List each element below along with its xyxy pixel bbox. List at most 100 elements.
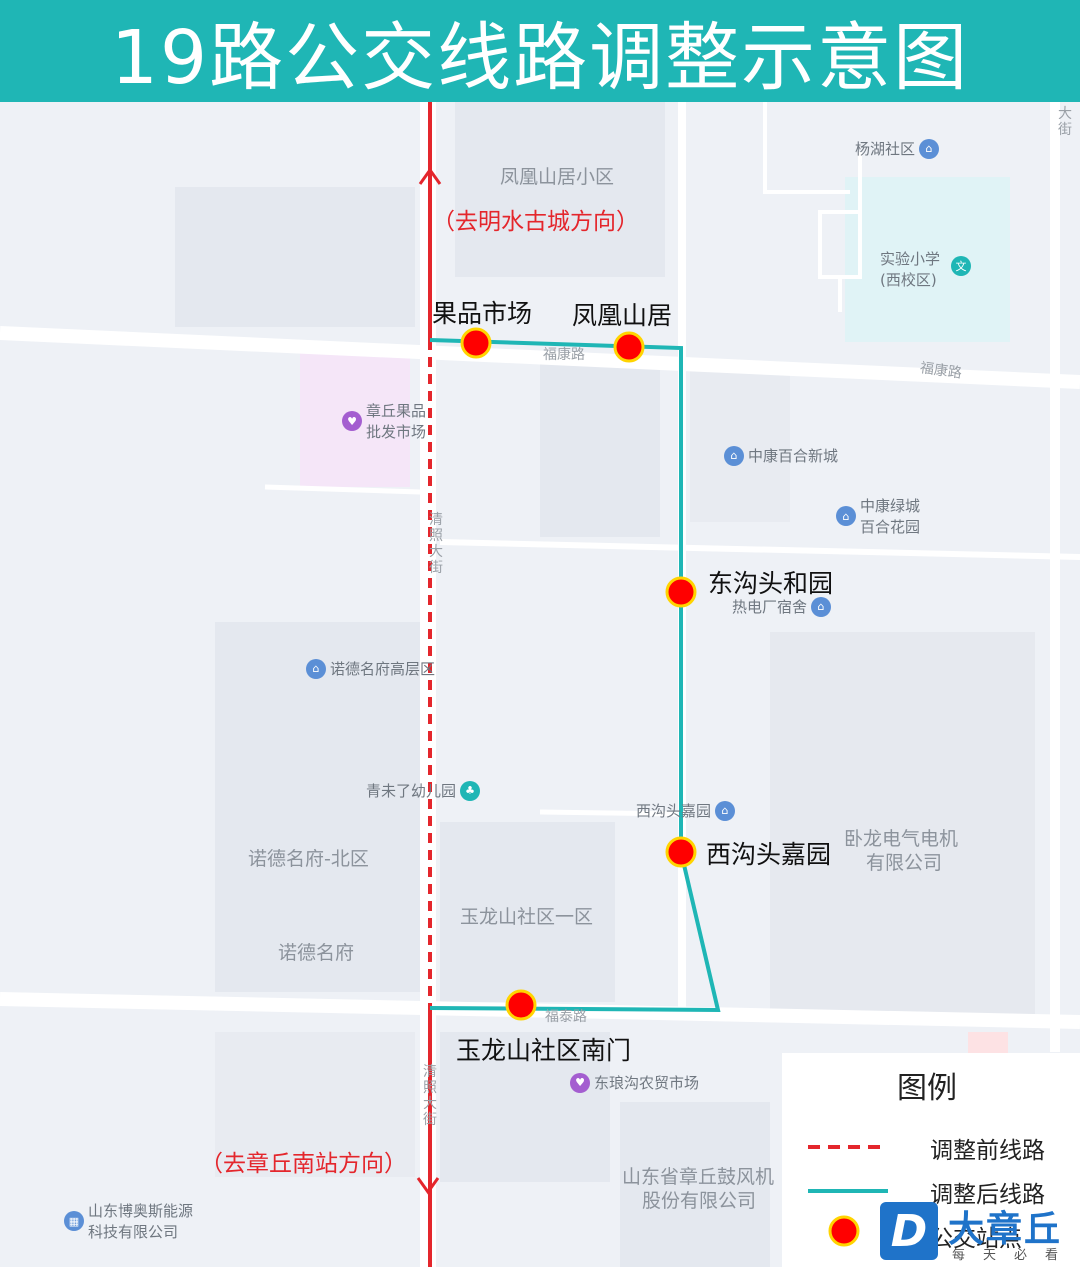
poi-donglang[interactable]: ♥ 东琅沟农贸市场 bbox=[570, 1072, 699, 1093]
direction-north-label: （去明水古城方向） bbox=[432, 209, 639, 235]
poi-lvcheng[interactable]: ⌂ 中康绿城 百合花园 bbox=[836, 495, 920, 537]
poi-label: 热电厂宿舍 bbox=[732, 598, 808, 616]
school-block bbox=[845, 177, 1010, 342]
poi-label: (西校区) bbox=[880, 271, 937, 289]
legend-row-stop: 公交站点 bbox=[782, 1213, 1080, 1253]
legend-row-after: 调整后线路 bbox=[782, 1169, 1080, 1209]
lanes-north bbox=[763, 102, 862, 312]
watermark-slogan: 每天必看 bbox=[952, 1248, 1077, 1263]
poi-label: 诺德名府高层区 bbox=[330, 660, 436, 678]
poi-label-group: 山东博奥斯能源 科技有限公司 bbox=[88, 1200, 193, 1242]
title-banner: 19路公交线路调整示意图 bbox=[0, 0, 1080, 102]
lane bbox=[264, 484, 421, 495]
stop-marker-xigoutou[interactable] bbox=[665, 836, 697, 868]
residential-icon: ⌂ bbox=[715, 800, 736, 821]
lane bbox=[539, 809, 681, 817]
poi-boao[interactable]: ▦ 山东博奥斯能源 科技有限公司 bbox=[64, 1200, 193, 1242]
street-fukang-1: 福康路 bbox=[543, 347, 585, 363]
company-icon: ▦ bbox=[64, 1211, 84, 1231]
residential-icon: ⌂ bbox=[919, 138, 940, 159]
building bbox=[968, 1032, 1008, 1057]
solid-line-icon bbox=[808, 1189, 888, 1193]
poi-yanghu[interactable]: 杨湖社区 ⌂ bbox=[855, 138, 940, 159]
stop-label-fenghuang: 凤凰山居 bbox=[572, 301, 673, 330]
street-dajie: 大街 bbox=[1058, 106, 1072, 138]
block bbox=[175, 187, 415, 327]
stop-label-guopin: 果品市场 bbox=[432, 299, 533, 328]
legend-title: 图例 bbox=[897, 1071, 957, 1106]
place-nuode-north: 诺德名府-北区 bbox=[248, 848, 369, 870]
block bbox=[215, 1032, 415, 1177]
school-icon: 文 bbox=[951, 256, 971, 276]
poi-label: 山东博奥斯能源 bbox=[88, 1202, 194, 1220]
watermark: D 大章丘 每天必看 bbox=[880, 1200, 1080, 1267]
poi-label: 章丘果品 bbox=[366, 402, 427, 420]
stop-marker-fenghuang[interactable] bbox=[613, 331, 645, 363]
page-title: 19路公交线路调整示意图 bbox=[110, 14, 970, 101]
block bbox=[215, 622, 420, 992]
block bbox=[690, 362, 790, 522]
poi-label: 青未了幼儿园 bbox=[366, 782, 457, 800]
poi-redian[interactable]: 热电厂宿舍 ⌂ bbox=[732, 596, 832, 617]
residential-icon: ⌂ bbox=[811, 596, 832, 617]
poi-label: 中康绿城 bbox=[860, 497, 921, 515]
poi-label-group: 中康绿城 百合花园 bbox=[860, 495, 920, 537]
poi-kindergarten[interactable]: 青未了幼儿园 ♣ bbox=[366, 780, 481, 801]
arrow-south bbox=[416, 1177, 440, 1195]
dashed-line-icon bbox=[808, 1145, 888, 1149]
block bbox=[455, 102, 665, 277]
poi-label: 中康百合新城 bbox=[748, 447, 839, 465]
block bbox=[540, 362, 660, 537]
road-fukang bbox=[0, 326, 1080, 389]
stop-label-donggoutou: 东沟头和园 bbox=[708, 569, 834, 598]
place-nuode: 诺德名府 bbox=[278, 942, 355, 964]
stop-markers bbox=[460, 327, 697, 1021]
block bbox=[440, 1032, 610, 1182]
residential-icon: ⌂ bbox=[306, 658, 326, 679]
arrow-north bbox=[418, 167, 442, 185]
poi-shiyan[interactable]: 实验小学 (西校区) bbox=[880, 248, 940, 290]
place-guchui-1: 山东省章丘鼓风机 bbox=[622, 1166, 775, 1188]
poi-label-group: 章丘果品 批发市场 bbox=[366, 400, 426, 442]
poi-nuode-gao[interactable]: ⌂ 诺德名府高层区 bbox=[306, 658, 435, 679]
place-fenghuang: 凤凰山居小区 bbox=[500, 166, 615, 188]
residential-icon: ⌂ bbox=[724, 445, 744, 466]
poi-guopin[interactable]: ♥ 章丘果品 批发市场 bbox=[342, 400, 426, 442]
street-qingzhao-1: 清照大街 bbox=[429, 512, 443, 576]
base-map bbox=[0, 102, 1080, 1267]
poi-label: 东琅沟农贸市场 bbox=[594, 1074, 700, 1092]
stop-marker-yulongshan[interactable] bbox=[505, 989, 537, 1021]
place-wolong-1: 卧龙电气电机 bbox=[844, 828, 959, 850]
poi-label: 科技有限公司 bbox=[88, 1223, 179, 1241]
stop-label-yulongshan: 玉龙山社区南门 bbox=[456, 1036, 632, 1065]
residential-icon: ⌂ bbox=[836, 506, 856, 526]
kindergarten-icon: ♣ bbox=[460, 780, 481, 801]
poi-label: 百合花园 bbox=[860, 518, 921, 536]
legend-after: 调整后线路 bbox=[930, 1182, 1045, 1208]
market-icon: ♥ bbox=[570, 1072, 590, 1093]
block bbox=[440, 822, 615, 1002]
lane bbox=[439, 539, 1080, 560]
poi-xigoutou[interactable]: 西沟头嘉园 ⌂ bbox=[636, 800, 736, 821]
street-futai: 福泰路 bbox=[545, 1009, 587, 1025]
watermark-logo-icon: D bbox=[880, 1202, 938, 1260]
market-icon: ♥ bbox=[342, 411, 362, 431]
stop-marker-donggoutou[interactable] bbox=[665, 576, 697, 608]
legend-stop: 公交站点 bbox=[930, 1226, 1022, 1252]
stop-label-xigoutou: 西沟头嘉园 bbox=[706, 840, 832, 869]
watermark-name: 大章丘 bbox=[948, 1209, 1063, 1250]
legend-row-before: 调整前线路 bbox=[782, 1125, 1080, 1165]
stop-dot-icon bbox=[828, 1215, 860, 1247]
legend-before: 调整前线路 bbox=[930, 1138, 1045, 1164]
block bbox=[770, 632, 1035, 1022]
poi-label: 实验小学 bbox=[880, 250, 941, 268]
poi-label: 批发市场 bbox=[366, 423, 427, 441]
block bbox=[620, 1102, 770, 1267]
map-area: 凤凰山居小区 诺德名府-北区 诺德名府 玉龙山社区一区 山东省章丘鼓风机 股份有… bbox=[0, 102, 1080, 1267]
direction-south-label: （去章丘南站方向） bbox=[200, 1151, 407, 1177]
poi-zhongkang[interactable]: ⌂ 中康百合新城 bbox=[724, 445, 838, 466]
place-yulong: 玉龙山社区一区 bbox=[460, 906, 594, 928]
street-qingzhao-2: 清照大街 bbox=[423, 1064, 437, 1128]
stop-marker-guopin[interactable] bbox=[460, 327, 492, 359]
place-wolong-2: 有限公司 bbox=[866, 852, 943, 874]
